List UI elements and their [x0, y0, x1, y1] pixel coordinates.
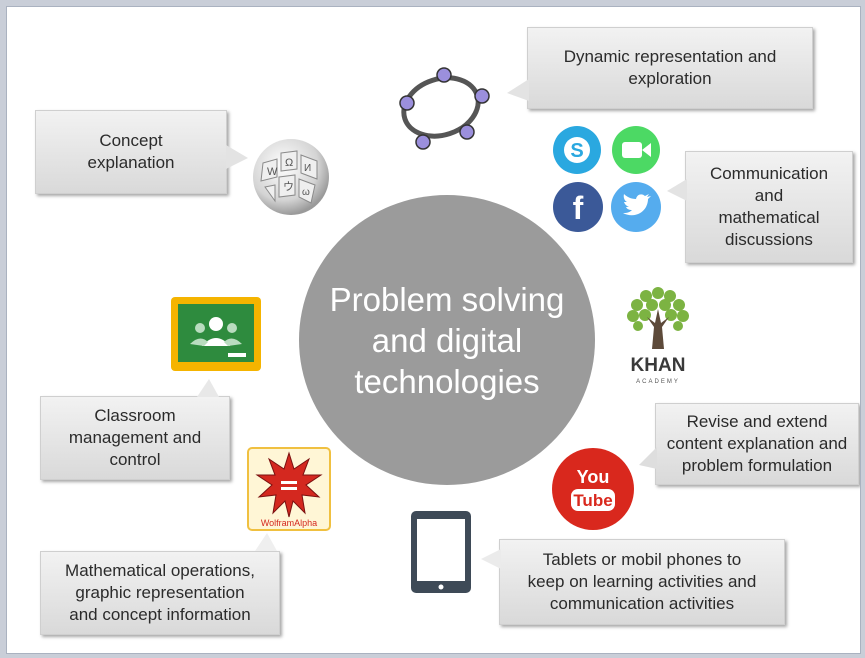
svg-text:ω: ω [302, 187, 310, 198]
svg-text:f: f [573, 190, 584, 226]
twitter-icon [611, 182, 661, 232]
callout-dynamic-text: Dynamic representation and exploration [563, 47, 777, 88]
center-title: Problem solving and digital technologies [329, 280, 565, 400]
center-circle: Problem solving and digital technologies [299, 195, 595, 485]
callout-communication-tail [667, 179, 687, 201]
svg-text:S: S [570, 140, 583, 162]
callout-tablets-text: Tablets or mobil phones to keep on learn… [527, 550, 757, 613]
callout-concept-text: Concept explanation [87, 131, 175, 172]
svg-text:W: W [267, 166, 278, 178]
geogebra-icon [399, 67, 490, 150]
callout-dynamic-tail [507, 79, 529, 101]
tablet-icon [411, 511, 471, 593]
callout-dynamic: Dynamic representation and exploration [527, 27, 813, 109]
callout-communication-text: Communication and mathematical discussio… [709, 164, 829, 249]
callout-revise-text: Revise and extend content explanation an… [666, 412, 848, 475]
wikipedia-globe-icon: W Ω И ウ ω [253, 139, 329, 215]
callout-tablets-tail [481, 549, 501, 569]
skype-icon: S [553, 126, 601, 174]
callout-concept-tail [226, 145, 248, 169]
svg-text:Ω: Ω [285, 157, 293, 169]
callout-classroom-text: Classroom management and control [68, 406, 202, 469]
wolfram-alpha-icon: WolframAlpha [247, 447, 331, 531]
svg-text:Tube: Tube [573, 491, 612, 510]
facetime-icon [612, 126, 660, 174]
facebook-icon: f [553, 182, 603, 232]
callout-revise-tail [639, 447, 657, 469]
svg-text:KHAN: KHAN [631, 355, 686, 376]
callout-classroom: Classroom management and control [40, 396, 230, 480]
diagram-frame: Problem solving and digital technologies… [6, 6, 861, 654]
khan-academy-icon: KHAN ACADEMY [627, 287, 689, 385]
google-classroom-icon [171, 297, 261, 371]
callout-revise: Revise and extend content explanation an… [655, 403, 859, 485]
callout-tablets: Tablets or mobil phones to keep on learn… [499, 539, 785, 625]
svg-text:WolframAlpha: WolframAlpha [261, 518, 317, 528]
callout-communication: Communication and mathematical discussio… [685, 151, 853, 263]
svg-text:You: You [577, 467, 610, 487]
callout-concept: Concept explanation [35, 110, 227, 194]
svg-text:И: И [304, 163, 311, 174]
callout-classroom-tail [197, 379, 219, 397]
callout-mathematical-text: Mathematical operations, graphic represe… [65, 561, 255, 624]
callout-mathematical: Mathematical operations, graphic represe… [40, 551, 280, 635]
callout-mathematical-tail [255, 533, 277, 551]
svg-text:ACADEMY: ACADEMY [636, 379, 680, 385]
svg-text:ウ: ウ [283, 180, 294, 193]
youtube-icon: You Tube [552, 448, 634, 530]
